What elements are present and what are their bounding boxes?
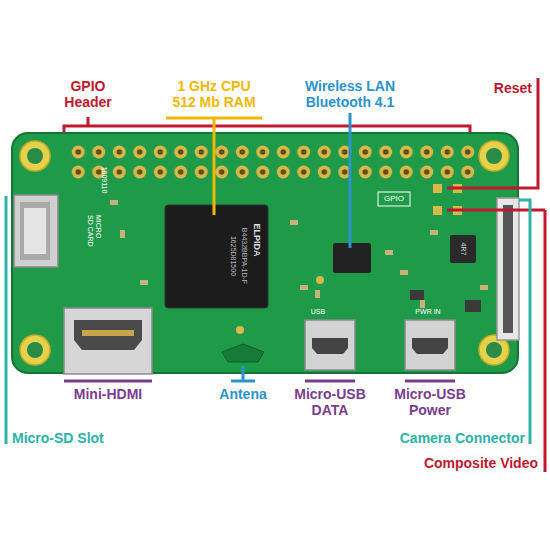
chip-marking: ELPIDA [251,223,261,256]
inductor [450,235,476,263]
usb-ports [305,320,455,370]
silkscreen-text: GPIO [384,195,404,204]
leader-lines [6,78,545,472]
sd-slot-label: Micro-SD Slot [12,430,172,446]
small-components [110,200,488,334]
silkscreen-box [378,192,410,206]
hdmi-label: Mini-HDMI [58,386,158,402]
silkscreen-text: PWR IN [415,308,440,316]
silkscreen-text: MICRO SD CARD [86,215,101,249]
antenna-trace [222,344,264,362]
wireless-chip [333,243,371,273]
silkscreen-text: 1609110 [100,167,108,194]
composite-label: Composite Video [340,455,538,471]
sd-slot [14,195,58,267]
cpu-chip [165,205,268,308]
chip-marking: 1625D81500 [229,236,237,276]
wireless-label: Wireless LAN Bluetooth 4.1 [295,78,405,110]
gpio-header-label: GPIO Header [58,78,118,110]
gpio-pads [68,142,478,182]
pcb-board [12,133,518,373]
camera-connector [497,198,519,340]
cpu-label: 1 GHz CPU 512 Mb RAM [166,78,262,110]
hdmi-port [64,308,152,374]
usb-data-label: Micro-USB DATA [287,386,373,418]
camera-label: Camera Connector [325,430,525,446]
usb-power-label: Micro-USB Power [387,386,473,418]
chip-marking: B4432BBPA-1D-F [240,228,248,284]
antenna-label: Antena [208,386,278,402]
component-marking: 4R7 [459,243,467,256]
reset-label: Reset [470,80,532,96]
silkscreen-text: USB [311,308,325,316]
